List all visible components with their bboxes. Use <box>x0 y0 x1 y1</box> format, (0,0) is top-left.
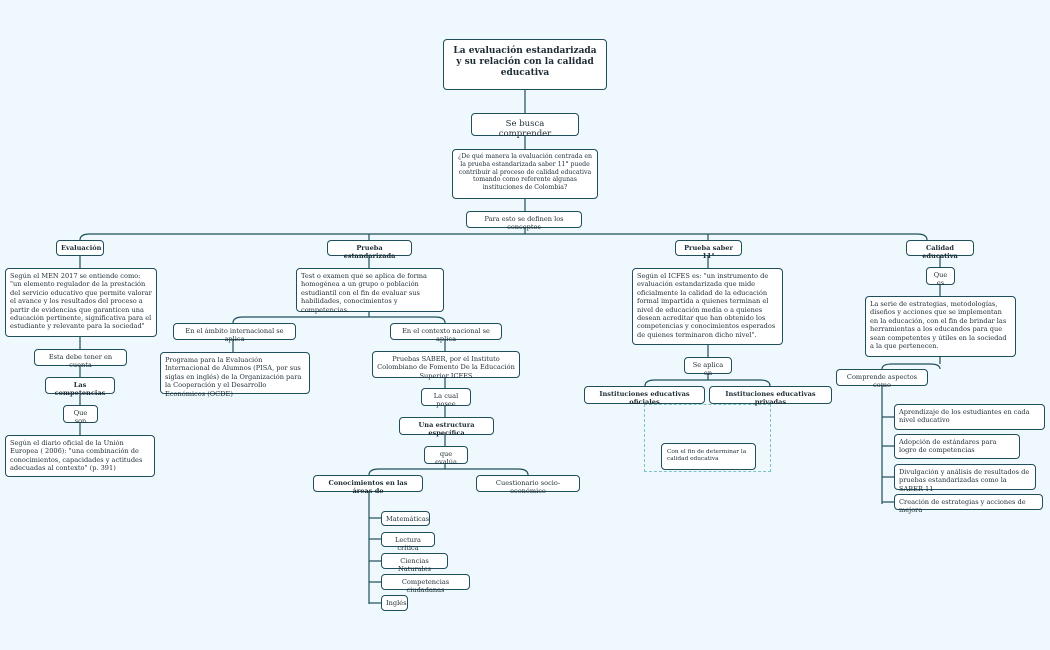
prueba-title[interactable]: Prueba estandarizada <box>327 240 412 260</box>
oficiales-node[interactable]: Instituciones educativas oficiales <box>584 386 705 406</box>
evaluacion-def[interactable]: Según el MEN 2017 se entiende como: "un … <box>5 268 157 337</box>
boundary-box <box>644 404 771 472</box>
area-ingles[interactable]: Inglés <box>381 595 408 611</box>
evaluacion-title[interactable]: Evaluación <box>56 240 104 256</box>
que-son-node[interactable]: Que son <box>63 405 98 425</box>
cuestionario-node[interactable]: Cuestionario socio-económico <box>476 475 580 495</box>
posee-node[interactable]: La cual posee <box>421 388 471 408</box>
estructura-node[interactable]: Una estructura específica <box>399 417 494 437</box>
pisa-node[interactable]: Programa para la Evaluación Internaciona… <box>160 352 310 398</box>
calidad-title[interactable]: Calidad educativa <box>906 240 974 260</box>
que-es-node[interactable]: Que es <box>926 267 955 287</box>
para-esto-node[interactable]: Para esto se definen los conceptos <box>466 211 582 231</box>
fin-node[interactable]: Con el fin de determinar la calidad educ… <box>661 443 756 470</box>
competencias-node[interactable]: Las competencias <box>45 377 115 397</box>
comprende-node[interactable]: Comprende aspectos como <box>836 369 928 389</box>
aspecto-estrategias[interactable]: Creación de estrategias y acciones de me… <box>894 494 1043 514</box>
question-node[interactable]: ¿De qué manera la evaluación centrada en… <box>452 149 598 199</box>
root-topic[interactable]: La evaluación estandarizada y su relació… <box>443 39 607 90</box>
area-ciencias[interactable]: Ciencias Naturales <box>381 553 448 573</box>
busca-node[interactable]: Se busca comprender <box>471 113 579 139</box>
aspecto-divulgacion[interactable]: Divulgación y análisis de resultados de … <box>894 464 1036 493</box>
area-matematicas[interactable]: Matemáticas <box>381 511 430 526</box>
saber-node[interactable]: Pruebas SABER, por el Instituto Colombia… <box>372 351 520 380</box>
aplica-node[interactable]: Se aplica en <box>684 357 732 377</box>
prueba-def[interactable]: Test o examen que se aplica de forma hom… <box>296 268 444 314</box>
area-competencias[interactable]: Competencias ciudadanas <box>381 574 470 594</box>
conocimientos-node[interactable]: Conocimientos en las áreas de <box>313 475 423 495</box>
privadas-node[interactable]: Instituciones educativas privadas <box>709 386 832 406</box>
internacional-node[interactable]: En el ámbito internacional se aplica <box>173 323 296 343</box>
saber11-def[interactable]: Según el ICFES es: "un instrumento de ev… <box>632 268 783 345</box>
aspecto-aprendizaje[interactable]: Aprendizaje de los estudiantes en cada n… <box>894 404 1045 430</box>
aspecto-estandares[interactable]: Adopción de estándares para logro de com… <box>894 434 1020 459</box>
evalua-node[interactable]: que evalúa <box>424 446 468 466</box>
calidad-def[interactable]: La serie de estrategias, metodologías, d… <box>865 296 1016 357</box>
area-lectura[interactable]: Lectura crítica <box>381 532 435 552</box>
union-europea-def[interactable]: Según el diario oficial de la Unión Euro… <box>5 435 155 477</box>
nacional-node[interactable]: En el contexto nacional se aplica <box>390 323 502 343</box>
evaluacion-debe[interactable]: Esta debe tener en cuenta <box>34 349 127 369</box>
saber11-title[interactable]: Prueba saber 11° <box>675 240 742 260</box>
